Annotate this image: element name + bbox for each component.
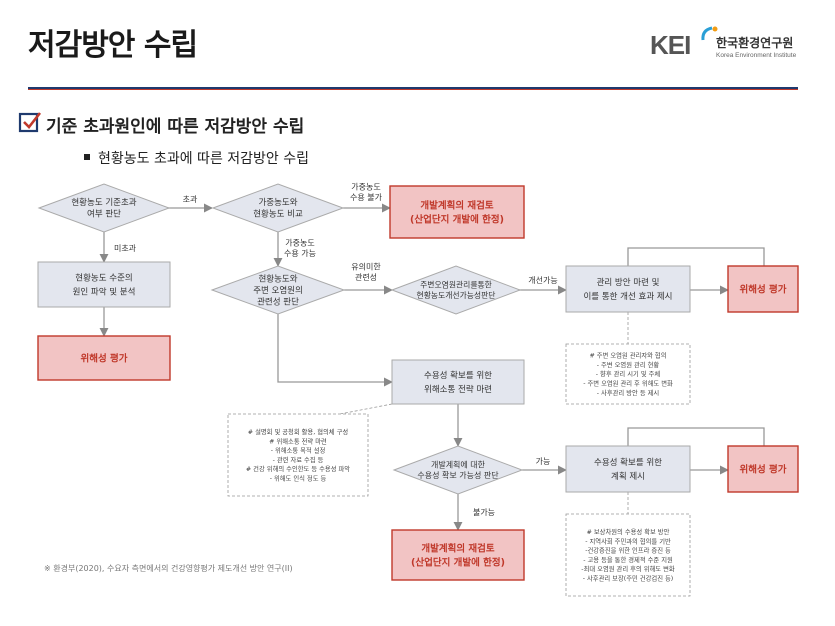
box-risk-bottom-label: 위해성 평가: [739, 463, 786, 475]
label-not-exceed: 미초과: [114, 244, 137, 253]
box-risk-top: [727, 265, 799, 313]
label-possible: 가능: [536, 457, 551, 466]
label-impossible: 불가능: [473, 507, 495, 517]
header-rule: [28, 87, 798, 89]
logo-korean-name: 한국환경연구원: [716, 36, 794, 50]
header-rule-accent: [28, 89, 798, 90]
note-management: [565, 343, 691, 405]
box-management: [565, 265, 691, 313]
box-review-top-label: 개발계획의 재검토(산업단지 개발에 한정): [410, 199, 504, 225]
kei-logo: KEI 한국환경연구원 Korea Environment Institute: [650, 26, 810, 70]
note-management-text: # 주변 오염원 관리자와 협의- 주변 오염원 관리 현황- 향후 관리 시기…: [583, 351, 673, 397]
box-risk-top-label: 위해성 평가: [739, 283, 786, 295]
loop-bottom: [627, 427, 765, 446]
logo-kei-text: KEI: [650, 30, 691, 60]
box-acceptance-strategy: [391, 359, 525, 405]
logo-english-name: Korea Environment Institute: [716, 52, 797, 59]
box-risk-left-label: 위해성 평가: [80, 352, 127, 364]
note-communication: [227, 413, 369, 497]
section-subtitle: 현황농도 초과에 따른 저감방안 수립: [84, 148, 309, 168]
label-improvable: 개선가능: [528, 275, 557, 285]
decision-weighted: [211, 183, 345, 233]
box-risk-bottom: [727, 445, 799, 493]
page-title: 저감방안 수립: [28, 28, 198, 63]
note2-link: [339, 403, 393, 415]
logo-swoosh-icon: [701, 26, 718, 41]
checkbox-check-icon: [18, 112, 42, 133]
box-review-bottom-label: 개발계획의 재검토(산업단지 개발에 한정): [411, 542, 505, 568]
decision-improve: [390, 265, 522, 315]
box-review-bottom: [391, 529, 525, 581]
note-compensation: [565, 513, 691, 597]
box-risk-left: [37, 335, 171, 381]
box-review-top: [389, 185, 525, 239]
loop-top: [627, 247, 765, 266]
section-title: 기준 초과원인에 따른 저감방안 수립: [46, 117, 305, 137]
label-exceed: 초과: [183, 195, 198, 204]
decision-exceed: [37, 183, 171, 233]
box-cause-analysis: [37, 261, 171, 308]
arrow-d3-accept: [277, 314, 393, 387]
decision-relevance: [210, 265, 346, 315]
source-note: ※ 환경부(2020), 수요자 측면에서의 건강영향평가 제도개선 방안 연구…: [44, 564, 293, 573]
decision-acceptability: [392, 445, 524, 495]
note-communication-text: # 설명회 및 공청회 활용, 협의체 구성# 위해소통 전략 마련- 위해소통…: [246, 427, 350, 483]
box-plan: [565, 445, 691, 493]
note-compensation-text: # 보상차원의 수용성 확보 방안- 지역사회 주민과의 협의를 기반-건강증진…: [581, 527, 675, 583]
